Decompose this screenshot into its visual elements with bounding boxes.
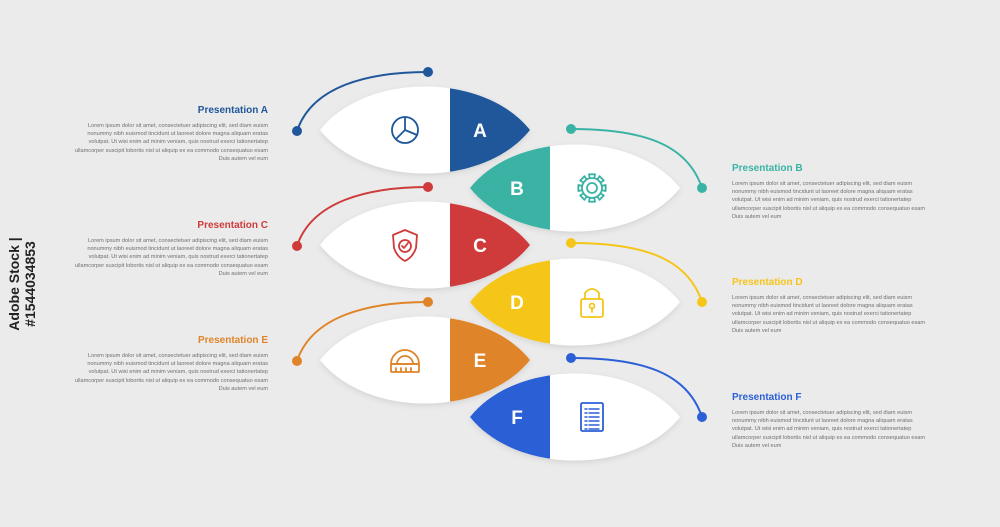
connector-dot [423, 297, 433, 307]
pie-chart-icon [391, 116, 419, 144]
connector-d [566, 238, 707, 307]
textblock-f: Presentation F Lorem ipsum dolor sit amet… [732, 392, 932, 450]
connector-dot [697, 297, 707, 307]
connector-c [292, 182, 433, 251]
connector-f [566, 353, 707, 422]
step-title: Presentation A [197, 105, 268, 116]
step-title: Presentation F [732, 392, 802, 403]
step-letter: E [474, 351, 487, 372]
connector-dot [697, 412, 707, 422]
padlock-icon [580, 288, 604, 318]
connector-dot [423, 67, 433, 77]
step-letter: F [511, 408, 523, 429]
gear-icon [577, 173, 607, 203]
step-letter: D [510, 293, 524, 314]
step-title: Presentation D [732, 277, 803, 288]
step-description: Lorem ipsum dolor sit amet, consectetuer… [74, 123, 268, 162]
textblock-a: Presentation A Lorem ipsum dolor sit amet… [68, 105, 268, 163]
connector-dot [566, 124, 576, 134]
connector-dot [697, 183, 707, 193]
step-description: Lorem ipsum dolor sit amet, consectetuer… [732, 295, 926, 334]
step-title: Presentation E [197, 335, 268, 346]
step-description: Lorem ipsum dolor sit amet, consectetuer… [74, 353, 268, 392]
connector-dot [423, 182, 433, 192]
connector-dot [566, 238, 576, 248]
connector-a [292, 67, 433, 136]
connector-dot [566, 353, 576, 363]
step-letter: A [473, 121, 487, 142]
shield-check-icon [392, 229, 418, 262]
connector-dot [292, 241, 302, 251]
protractor-icon [390, 349, 420, 373]
step-title: Presentation C [197, 220, 268, 231]
leaf-step-d: D [470, 258, 680, 346]
step-title: Presentation B [732, 163, 803, 174]
connector-dot [292, 126, 302, 136]
step-description: Lorem ipsum dolor sit amet, consectetuer… [732, 410, 926, 449]
connector-dot [292, 356, 302, 366]
textblock-e: Presentation E Lorem ipsum dolor sit amet… [68, 335, 268, 393]
step-description: Lorem ipsum dolor sit amet, consectetuer… [74, 238, 268, 277]
textblock-c: Presentation C Lorem ipsum dolor sit amet… [68, 220, 268, 278]
stock-stamp: Adobe Stock | #1544034853 [6, 237, 38, 331]
document-list-icon [580, 402, 604, 432]
connector-e [292, 297, 433, 366]
textblock-b: Presentation B Lorem ipsum dolor sit amet… [732, 163, 932, 221]
step-letter: B [510, 179, 524, 200]
textblock-d: Presentation D Lorem ipsum dolor sit amet… [732, 277, 932, 335]
step-letter: C [473, 236, 487, 257]
step-description: Lorem ipsum dolor sit amet, consectetuer… [732, 181, 926, 220]
connector-b [566, 124, 707, 193]
